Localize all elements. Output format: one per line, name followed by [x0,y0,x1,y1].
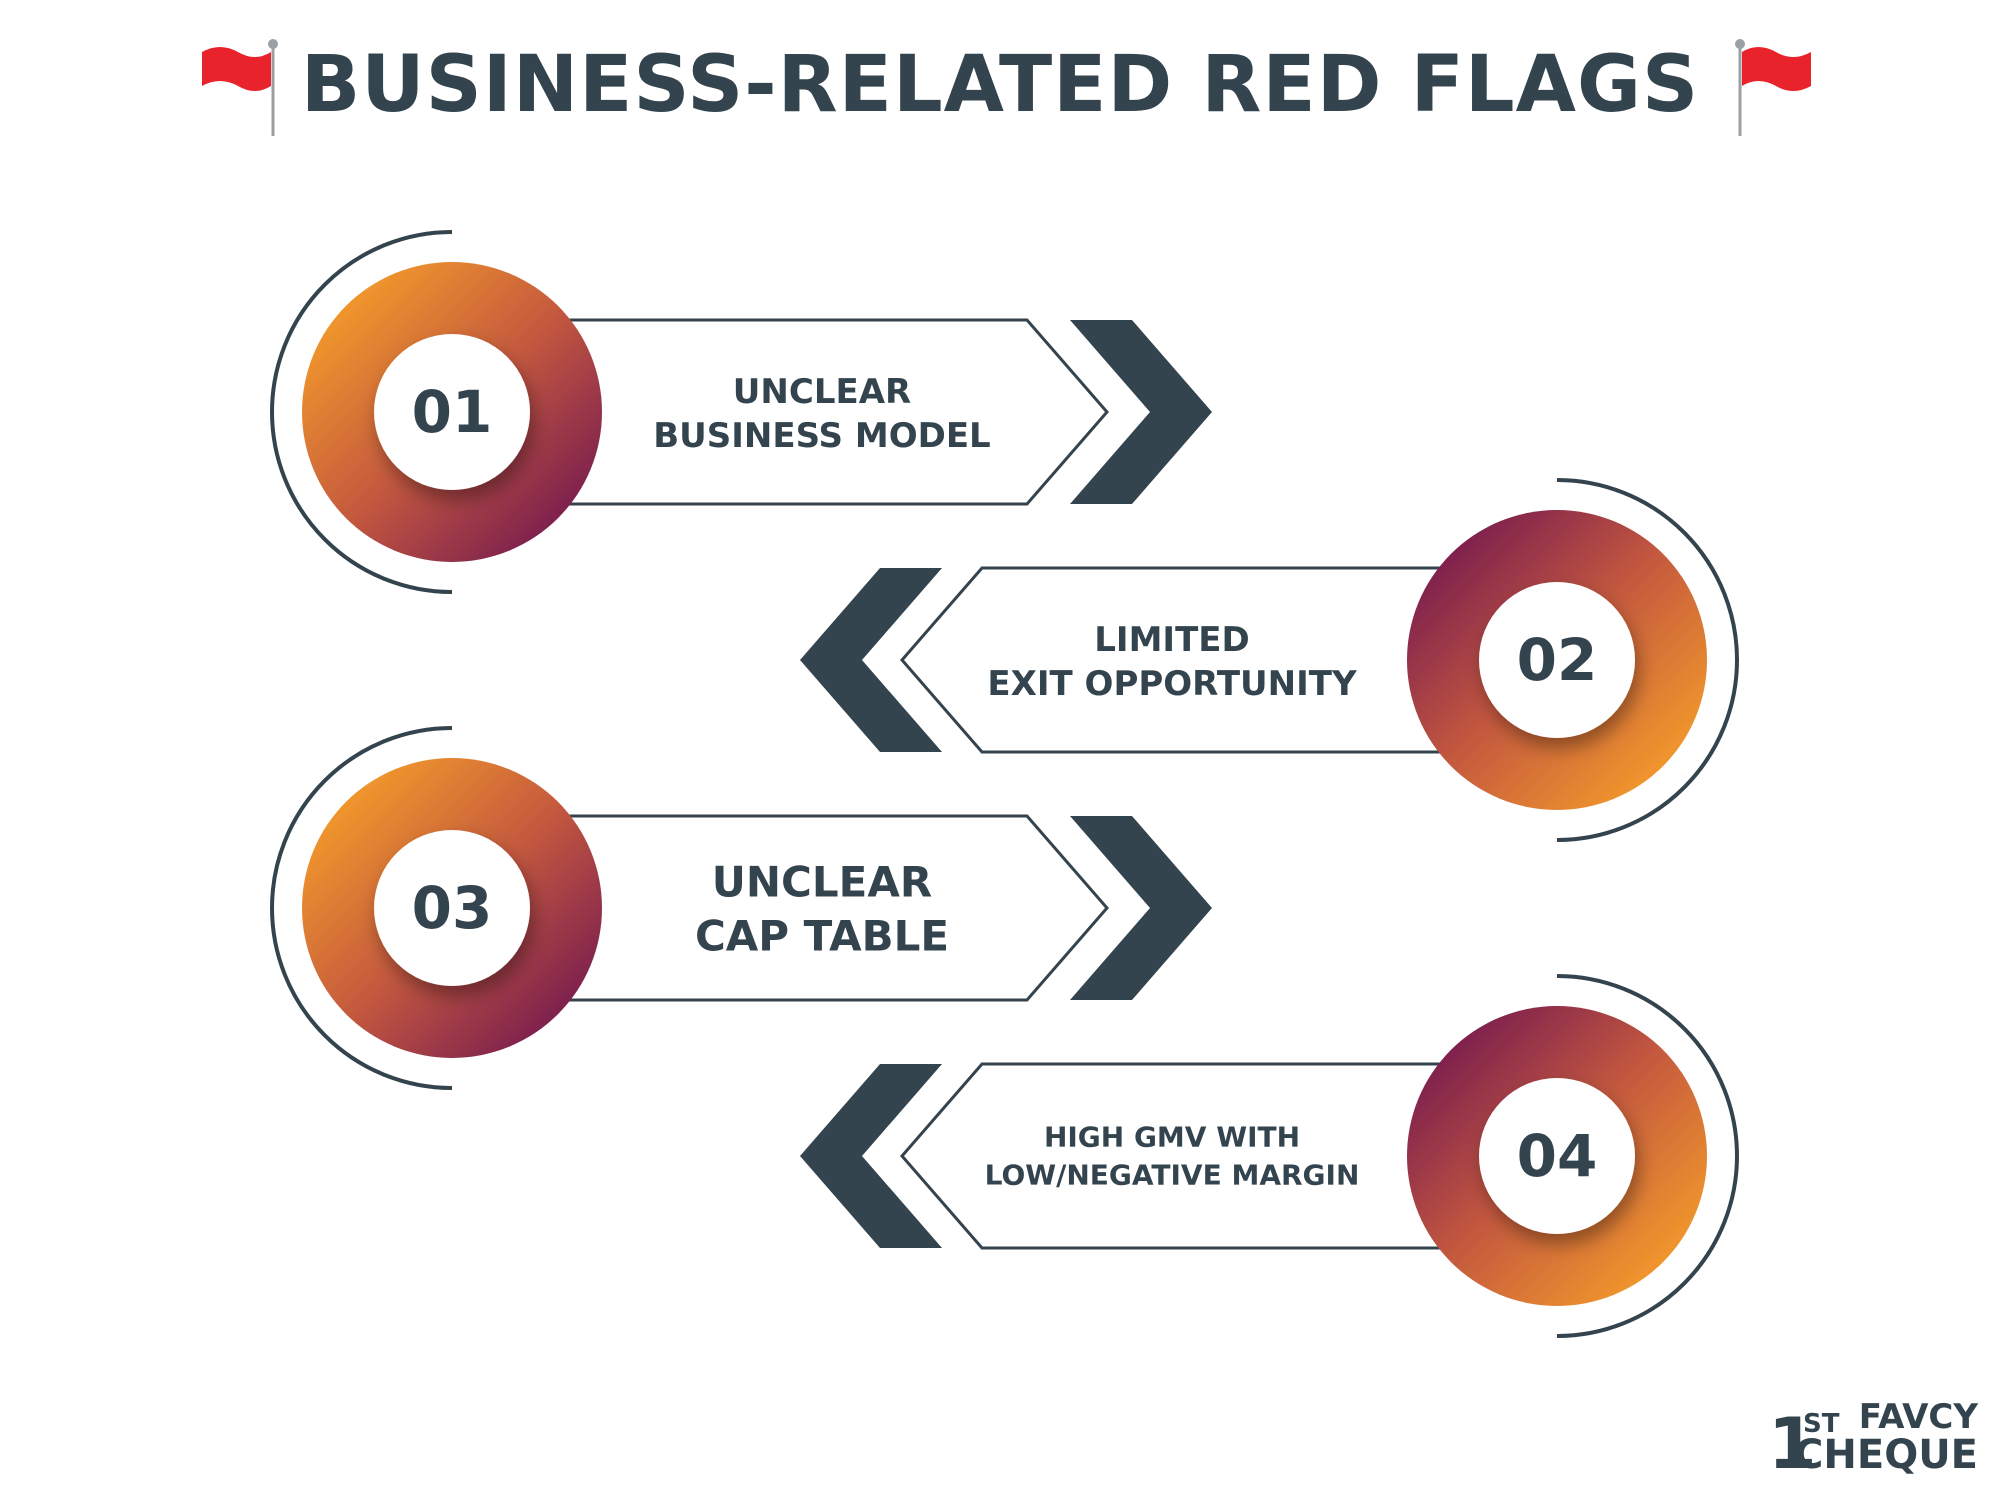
flag-item-4: 04 HIGH GMV WITH LOW/NEGATIVE MARGIN [800,974,1739,1338]
red-flag-icon [202,39,278,136]
item-label-line-2: EXIT OPPORTUNITY [987,664,1357,704]
logo-favcy: FAVCY [1859,1397,1979,1437]
item-label-line-1: HIGH GMV WITH [1044,1121,1300,1154]
item-number: 04 [1517,1122,1598,1190]
logo-one: 1 [1768,1403,1817,1485]
item-number: 03 [412,874,493,942]
red-flag-icon [1735,39,1811,136]
page-title: BUSINESS-RELATED RED FLAGS [300,40,1700,130]
item-label-line-1: UNCLEAR [712,858,932,907]
item-label-line-2: BUSINESS MODEL [653,416,990,456]
item-label-line-2: CAP TABLE [695,912,949,961]
item-label-line-2: LOW/NEGATIVE MARGIN [985,1159,1360,1192]
favcy-1st-cheque-logo: 1 ST FAVCY CHEQUE [1768,1397,1978,1485]
chevron-right-icon [1070,320,1212,504]
chevron-left-icon [800,568,942,752]
item-label-line-1: LIMITED [1094,620,1249,660]
logo-st: ST [1803,1409,1840,1439]
logo-cheque: CHEQUE [1794,1432,1978,1478]
chevron-right-icon [1070,816,1212,1000]
flag-item-2: 02 LIMITED EXIT OPPORTUNITY [800,478,1739,842]
flag-item-3: 03 UNCLEAR CAP TABLE [270,726,1212,1090]
item-label-line-1: UNCLEAR [733,372,911,412]
item-number: 02 [1517,626,1598,694]
flag-item-1: 01 UNCLEAR BUSINESS MODEL [270,230,1212,594]
chevron-left-icon [800,1064,942,1248]
item-number: 01 [412,378,493,446]
